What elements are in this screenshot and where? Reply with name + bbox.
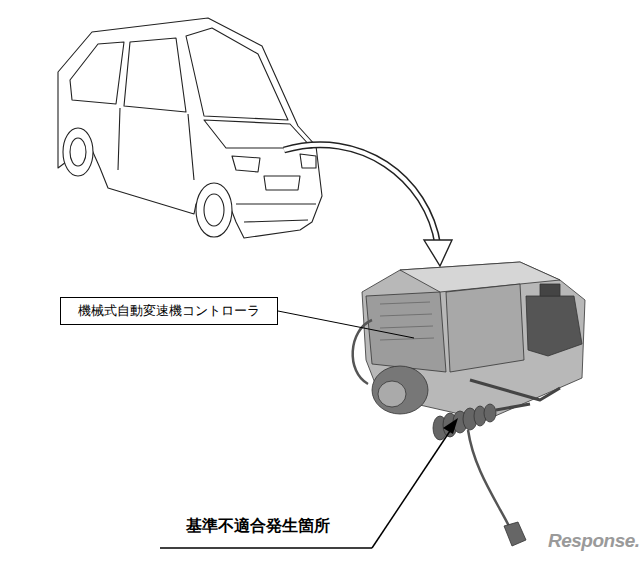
controller-case [366,292,446,372]
car-side-window [124,38,186,112]
car-body [58,18,322,238]
amt-controller-assembly [353,262,585,546]
hydraulic-line [470,380,560,400]
unit-top [400,262,560,292]
car-door-line [118,108,194,180]
car-grille [264,176,300,190]
car-windshield [186,28,288,120]
underline [160,547,372,549]
motor-end [378,381,406,407]
curved-arrow-head [424,240,452,266]
tank-cap [540,284,560,296]
harness-connector [504,522,526,546]
callout-arrowhead [443,418,458,434]
car-wheel [70,138,86,166]
car-wheel [204,194,224,226]
car-drawing [58,18,322,238]
watermark: Response. [548,530,640,552]
leader-line [278,311,414,338]
harness-cable [468,430,510,528]
car-side-window [70,42,124,104]
curved-arrow-fill [284,145,438,246]
valve-block [446,284,524,372]
harness-loop [353,320,372,384]
car-bumper [236,204,316,222]
curved-arrow-outline [284,145,438,246]
callout-arrow [372,428,452,548]
label-box: 機械式自動変速機コントローラ [60,297,278,325]
unit-body [362,262,585,420]
motor [372,366,428,414]
part-name: 機械式自動変速機コントローラ [78,303,260,319]
boot-rib [484,404,496,422]
push-rod [496,404,530,410]
rubber-boot [433,404,496,440]
car-headlight [232,156,260,172]
car-wheel [196,183,232,237]
car-wheel [63,128,93,176]
nonconformity-location-label: 基準不適合発生箇所 [186,516,330,537]
car-headlight [300,154,316,168]
reservoir-tank [526,296,582,356]
controller-rib [380,302,434,340]
